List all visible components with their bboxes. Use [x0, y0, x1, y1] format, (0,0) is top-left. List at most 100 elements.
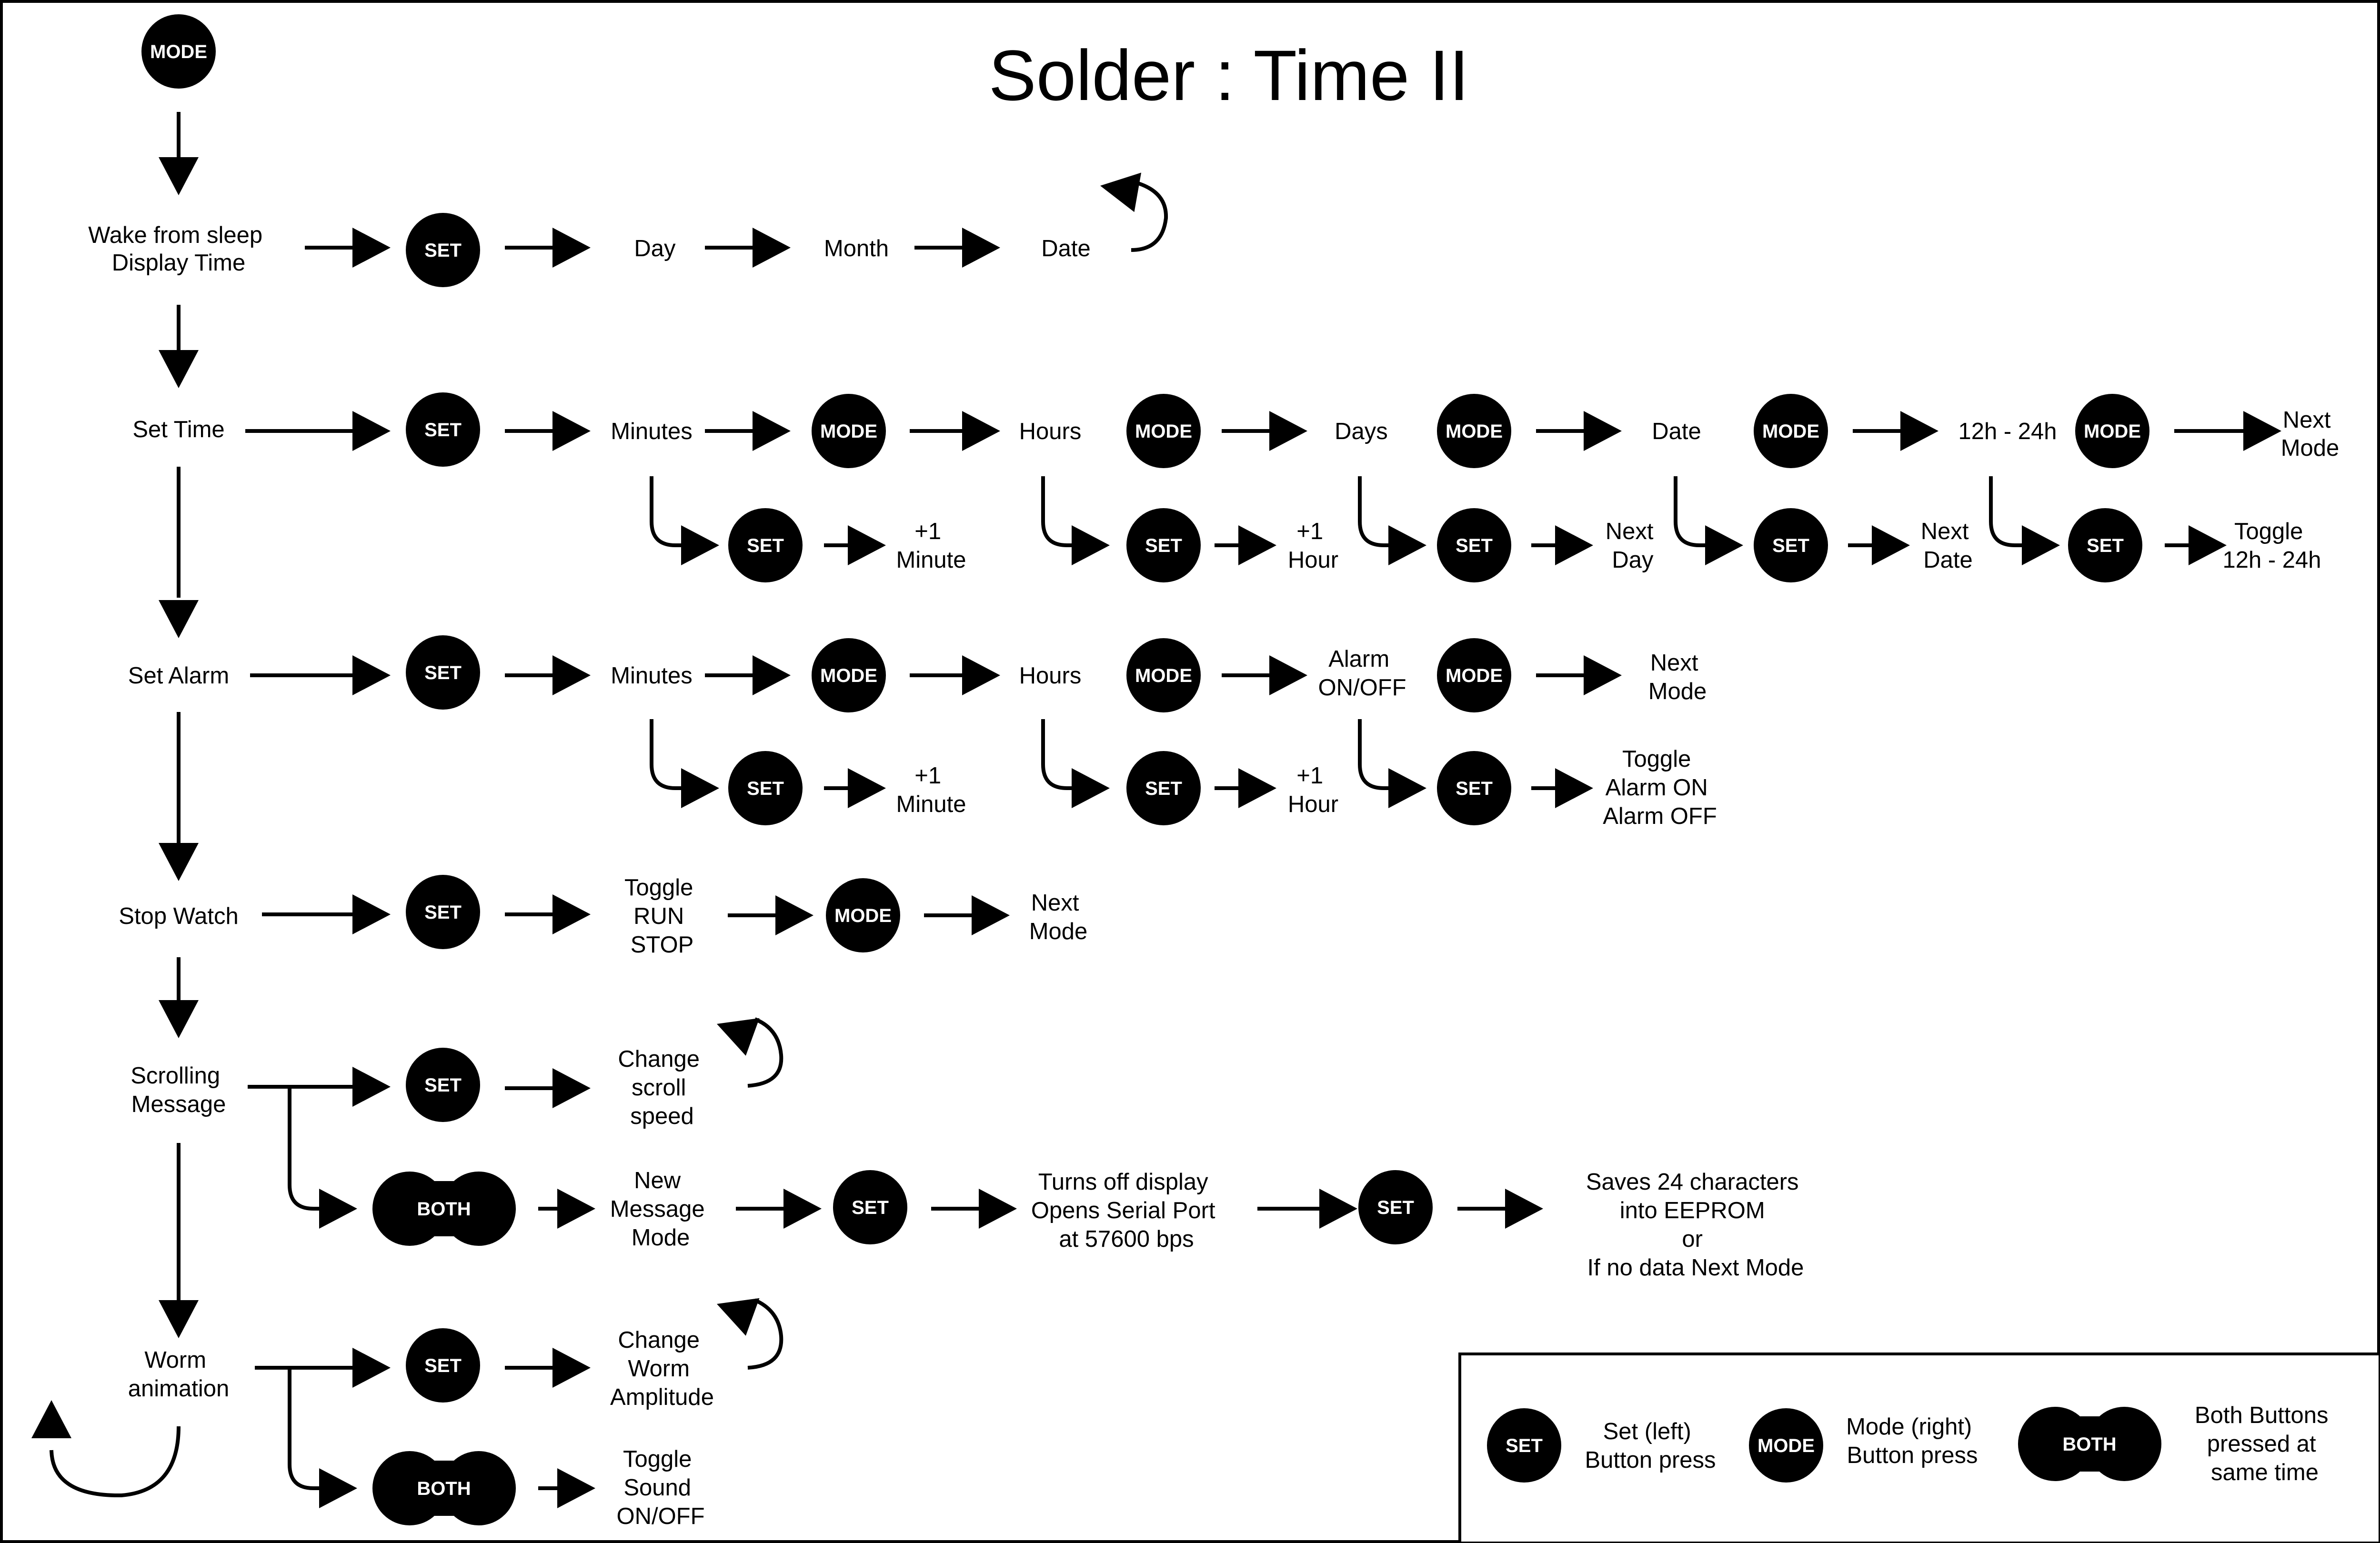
set-alarm-step-minutes: Minutes: [611, 663, 693, 689]
set-alarm-step-hours: Hours: [1019, 663, 1082, 689]
set-alarm-row: Set Alarm SET Minutes MODE Ho: [128, 635, 1717, 829]
svg-text:MODE: MODE: [150, 41, 207, 62]
set-alarm-minutes-set-button: SET: [728, 751, 803, 825]
svg-text:MODE: MODE: [1135, 665, 1192, 686]
set-time-12h24h-set-button: SET: [2068, 508, 2142, 582]
set-time-next-mode: Next Mode: [2281, 407, 2340, 461]
svg-text:SET: SET: [747, 778, 784, 799]
set-alarm-label: Set Alarm: [128, 663, 229, 689]
svg-text:SET: SET: [1506, 1435, 1543, 1456]
set-time-step-12h24h: 12h - 24h: [1958, 419, 2057, 444]
set-alarm-next-mode: Next Mode: [1648, 650, 1707, 704]
legend-mode-text: Mode (right) Button press: [1846, 1414, 1978, 1468]
diagram-title: Solder : Time II: [989, 35, 1469, 115]
set-time-date-set-button: SET: [1754, 508, 1828, 582]
svg-text:SET: SET: [1772, 535, 1809, 556]
set-alarm-hours-action: +1 Hour: [1288, 763, 1338, 817]
stop-watch-row: Stop Watch SET Toggle RUN STOP MODE Next…: [119, 875, 1087, 958]
svg-text:SET: SET: [424, 420, 462, 441]
worm-set-action: Change Worm Amplitude: [610, 1327, 714, 1410]
scrolling-both-button: BOTH: [372, 1172, 516, 1246]
worm-both-action: Toggle Sound ON/OFF: [616, 1446, 704, 1529]
scrolling-serial-set-button: SET: [1358, 1170, 1433, 1244]
svg-text:SET: SET: [424, 240, 462, 261]
set-alarm-mode-button-3: MODE: [1437, 638, 1511, 712]
set-alarm-set-button: SET: [406, 635, 480, 710]
set-alarm-hours-set-button: SET: [1126, 751, 1201, 825]
svg-text:BOTH: BOTH: [417, 1478, 471, 1499]
set-time-12h24h-action: Toggle 12h - 24h: [2222, 519, 2321, 573]
svg-text:SET: SET: [2087, 535, 2124, 556]
set-time-mode-button-1: MODE: [812, 394, 886, 468]
stop-watch-mode-button: MODE: [826, 878, 900, 952]
scrolling-both-action: New Message Mode: [610, 1168, 711, 1251]
set-time-step-minutes: Minutes: [611, 419, 693, 444]
svg-text:MODE: MODE: [834, 905, 892, 926]
scrolling-set-action: Change scroll speed: [618, 1046, 706, 1129]
worm-set-button: SET: [406, 1328, 480, 1403]
wake-set-button: SET: [406, 213, 480, 287]
set-time-mode-button-3: MODE: [1437, 394, 1511, 468]
svg-text:MODE: MODE: [820, 421, 877, 442]
set-time-label: Set Time: [132, 417, 224, 442]
worm-animation-row: Worm animation SET Change Worm Amplitude…: [31, 1285, 783, 1529]
wake-label-line2: Display Time: [112, 250, 245, 276]
set-time-row: Set Time: [132, 392, 2339, 582]
svg-text:MODE: MODE: [1446, 421, 1503, 442]
set-time-mode-button-2: MODE: [1126, 394, 1201, 468]
set-time-days-set-button: SET: [1437, 508, 1511, 582]
scrolling-message-row: Scrolling Message SET Change scroll spee…: [131, 1005, 1805, 1281]
legend-set-text: Set (left) Button press: [1585, 1419, 1716, 1473]
scrolling-new-message-set-button: SET: [833, 1170, 907, 1244]
svg-text:MODE: MODE: [820, 665, 877, 686]
set-time-step-hours: Hours: [1019, 419, 1082, 444]
wake-label-line1: Wake from sleep: [88, 222, 262, 248]
svg-text:MODE: MODE: [1757, 1435, 1815, 1456]
svg-text:SET: SET: [424, 902, 462, 923]
svg-text:SET: SET: [1456, 778, 1493, 799]
scrolling-serial-port: Turns off display Opens Serial Port at 5…: [1031, 1169, 1222, 1252]
set-time-minutes-set-button: SET: [728, 508, 803, 582]
wake-mode-row: Wake from sleep Display Time SET Day Mon…: [88, 166, 1168, 287]
set-time-mode-button-4: MODE: [1754, 394, 1828, 468]
legend-both-button: BOTH: [2018, 1407, 2161, 1481]
legend: SET Set (left) Button press MODE Mode (r…: [1458, 1353, 2380, 1543]
svg-text:MODE: MODE: [2084, 421, 2141, 442]
set-time-mode-button-5: MODE: [2075, 394, 2149, 468]
legend-both-text: Both Buttons pressed at same time: [2195, 1403, 2335, 1485]
set-time-step-days: Days: [1335, 419, 1388, 444]
svg-text:BOTH: BOTH: [417, 1199, 471, 1220]
svg-text:SET: SET: [852, 1197, 889, 1218]
set-time-days-action: Next Day: [1606, 519, 1660, 573]
set-alarm-onoff-set-button: SET: [1437, 751, 1511, 825]
set-alarm-mode-button-2: MODE: [1126, 638, 1201, 712]
svg-text:SET: SET: [424, 662, 462, 683]
start-mode-button: MODE: [141, 14, 216, 89]
svg-text:SET: SET: [1456, 535, 1493, 556]
set-alarm-step-onoff: Alarm ON/OFF: [1318, 646, 1406, 701]
set-time-minutes-action: +1 Minute: [896, 519, 966, 573]
svg-text:MODE: MODE: [1446, 665, 1503, 686]
set-time-hours-action: +1 Hour: [1288, 519, 1338, 573]
svg-text:SET: SET: [1145, 778, 1182, 799]
scrolling-set-button: SET: [406, 1048, 480, 1122]
svg-text:SET: SET: [1377, 1197, 1414, 1218]
svg-text:SET: SET: [424, 1075, 462, 1096]
set-time-set-button: SET: [406, 392, 480, 467]
svg-text:BOTH: BOTH: [2062, 1434, 2116, 1455]
scrolling-save-eeprom: Saves 24 characters into EEPROM or If no…: [1586, 1169, 1805, 1281]
set-alarm-onoff-action: Toggle Alarm ON Alarm OFF: [1603, 746, 1717, 829]
wake-seq-month: Month: [824, 236, 889, 261]
svg-text:SET: SET: [1145, 535, 1182, 556]
legend-set-button: SET: [1487, 1408, 1561, 1483]
set-time-hours-set-button: SET: [1126, 508, 1201, 582]
wake-seq-day: Day: [634, 236, 676, 261]
set-alarm-mode-button-1: MODE: [812, 638, 886, 712]
stop-watch-set-button: SET: [406, 875, 480, 949]
worm-both-button: BOTH: [372, 1451, 516, 1525]
worm-animation-label: Worm animation: [128, 1347, 229, 1402]
svg-text:Wake from sleep Display: Wake from sleep Display Time: [88, 222, 269, 276]
wake-seq-date: Date: [1041, 236, 1091, 261]
svg-text:SET: SET: [747, 535, 784, 556]
